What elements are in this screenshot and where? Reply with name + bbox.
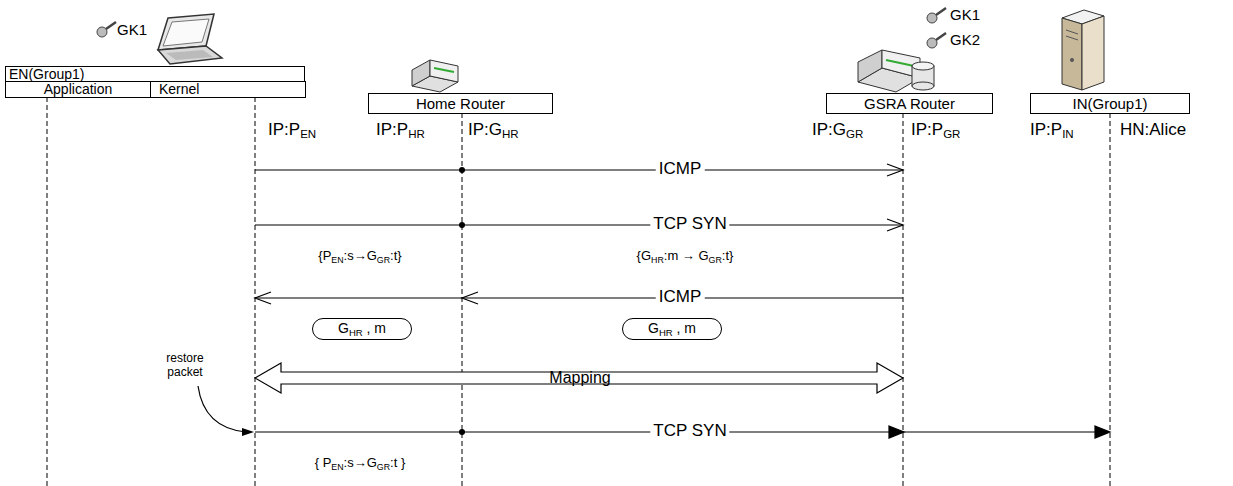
gsra-router-icon	[858, 50, 934, 92]
key-label: GK1	[117, 21, 147, 38]
address-label: IP:PGR	[911, 120, 960, 142]
layer-cell: Application	[5, 81, 151, 98]
node-label: Application	[44, 82, 113, 97]
layer-cell: Kernel	[150, 81, 306, 98]
router-box: GSRA Router	[826, 93, 993, 114]
key-label: GK1	[950, 6, 980, 23]
junction-dots	[459, 167, 465, 435]
address-label: IP:GHR	[468, 120, 519, 142]
address-pill: GHR , m	[312, 318, 412, 340]
annotation-note: restore packet	[162, 351, 208, 380]
node-label: Home Router	[416, 96, 505, 112]
node-label: GSRA Router	[864, 96, 955, 112]
address-label: IP:GGR	[812, 120, 863, 142]
node-label: Kernel	[159, 82, 199, 97]
flow-tuple: {GHR:m → GGR:t}	[637, 249, 734, 265]
laptop-icon	[158, 14, 222, 64]
message-label: TCP SYN	[650, 421, 729, 441]
node-label: GHR , m	[648, 321, 696, 338]
router-box: Home Router	[368, 93, 553, 114]
address-label: IP:PIN	[1030, 120, 1074, 142]
address-label: IP:PHR	[376, 120, 425, 142]
flow-tuple: {PEN:s→GGR:t}	[318, 249, 401, 265]
host-box: IN(Group1)	[1030, 93, 1190, 114]
flow-tuple: { PEN:s→GGR:t }	[315, 456, 406, 472]
node-label: IN(Group1)	[1072, 96, 1147, 112]
router-icon	[412, 60, 458, 92]
address-label: IP:PEN	[268, 120, 316, 142]
node-label: GHR , m	[338, 321, 386, 338]
node-label: EN(Group1)	[6, 67, 84, 82]
message-arrows	[198, 164, 1110, 438]
lifelines	[47, 97, 1110, 486]
message-label: ICMP	[656, 159, 705, 179]
entity-box: EN(Group1)Application Kernel	[5, 66, 305, 97]
server-icon	[1062, 10, 1104, 90]
mapping-label: Mapping	[549, 369, 610, 387]
key-label: GK2	[950, 31, 980, 48]
message-label: TCP SYN	[650, 214, 729, 234]
message-label: ICMP	[656, 287, 705, 307]
hostname-label: HN:Alice	[1120, 120, 1186, 140]
key-icon	[97, 8, 946, 48]
address-pill: GHR , m	[622, 318, 722, 340]
